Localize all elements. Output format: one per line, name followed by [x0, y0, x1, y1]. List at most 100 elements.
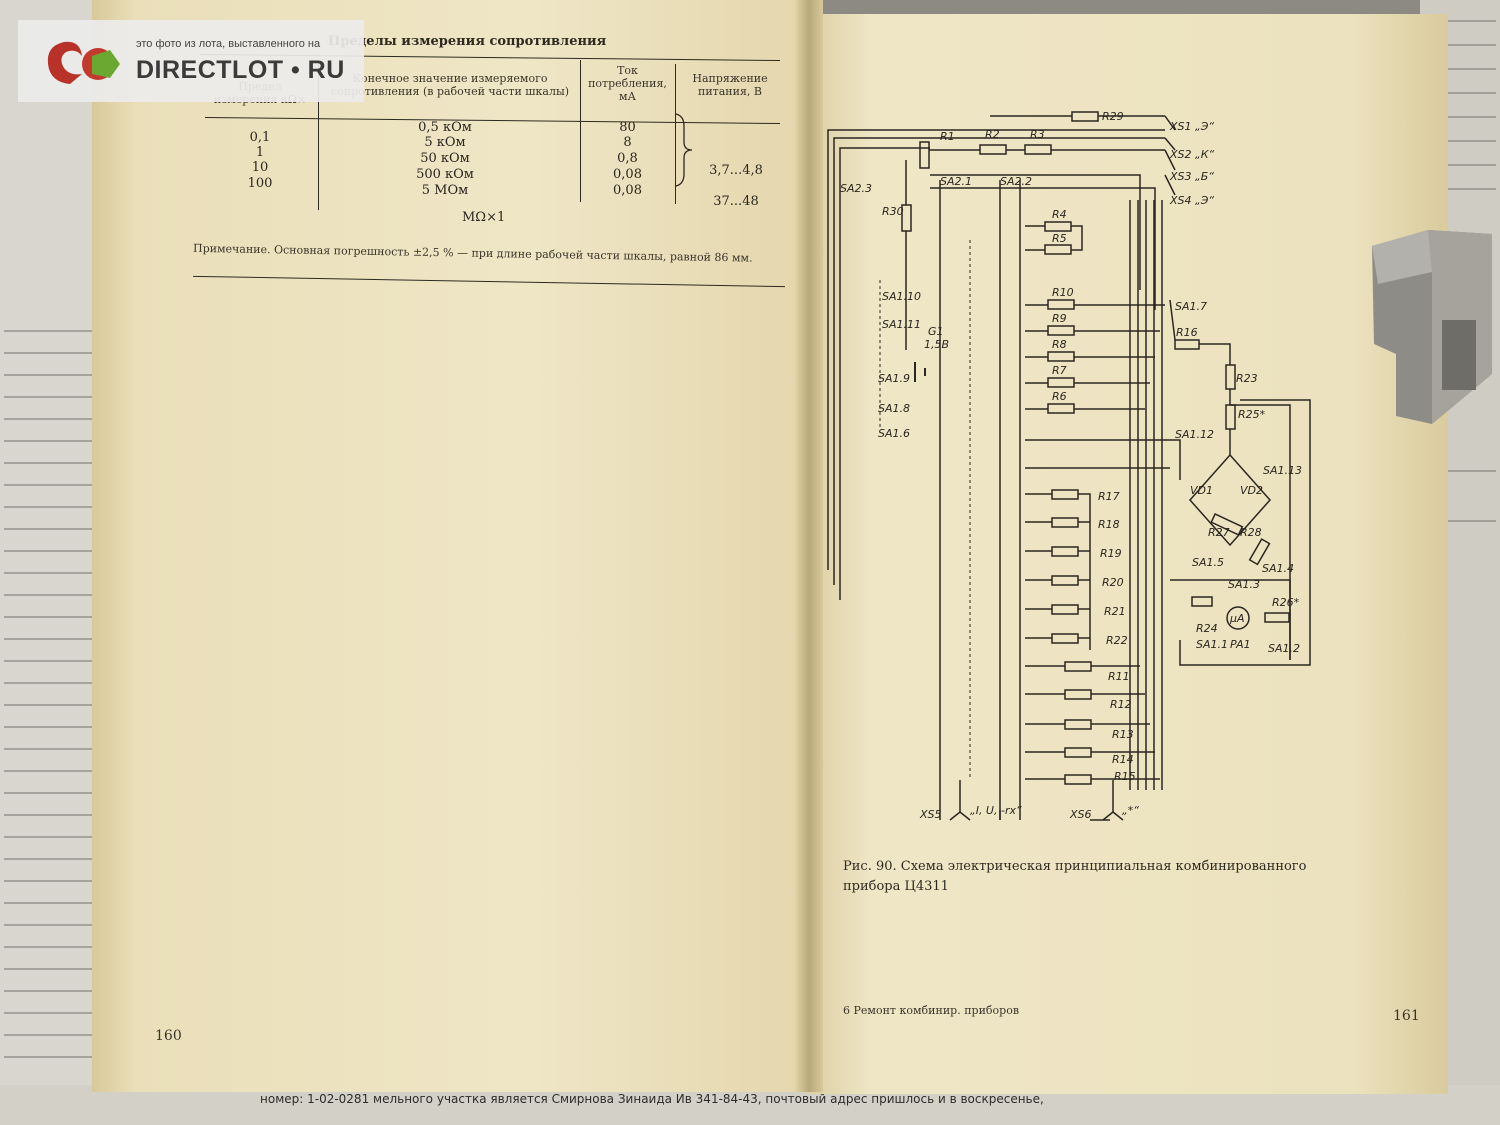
schematic-label: R7 — [1052, 364, 1067, 377]
schematic-label: G1 — [928, 325, 944, 338]
schematic-label: SA1.6 — [878, 427, 910, 440]
schematic-label: R4 — [1052, 208, 1067, 221]
cell-current: 8 — [623, 135, 632, 150]
right-page — [808, 14, 1448, 1094]
schematic-label: R3 — [1030, 128, 1045, 141]
figure-caption: Рис. 90. Схема электрическая принципиаль… — [843, 859, 1307, 894]
schematic-label: R28 — [1240, 526, 1262, 539]
squirrel-logo-icon — [47, 41, 120, 84]
schematic-label: „I, U, -rx“ — [970, 804, 1022, 817]
schematic-label: R9 — [1052, 312, 1067, 325]
schematic-label: R17 — [1098, 490, 1120, 503]
schematic-label: R14 — [1112, 753, 1134, 766]
schematic-label: SA1.1 — [1196, 638, 1228, 651]
schematic-label: R13 — [1112, 728, 1134, 741]
schematic-label: XS1 „Э“ — [1169, 120, 1214, 133]
schematic-label: R1 — [940, 130, 955, 143]
newspaper-left — [0, 0, 100, 1125]
schematic-label: SA1.5 — [1192, 556, 1224, 569]
cell-final-value: 0,5 кОм — [418, 120, 472, 135]
schematic-label: XS5 — [919, 808, 942, 821]
page-number-right: 161 — [1393, 1008, 1420, 1024]
book-gutter — [795, 0, 823, 1092]
schematic-label: 1,5В — [924, 338, 949, 351]
table-title: Пределы измерения сопротивления — [328, 34, 607, 49]
voltage-value: 37...48 — [713, 194, 759, 209]
schematic-label: SA1.9 — [878, 372, 910, 385]
watermark-brand: DIRECTLOT • RU — [136, 56, 345, 84]
schematic-label: R12 — [1110, 698, 1132, 711]
schematic-label: SA1.11 — [882, 318, 921, 331]
schematic-label: SA1.10 — [882, 290, 921, 303]
page-footer: 6 Ремонт комбинир. приборов — [843, 1004, 1020, 1017]
cell-limit: 0,1 — [249, 130, 271, 145]
schematic-label: SA1.13 — [1263, 464, 1302, 477]
cell-current: 80 — [619, 120, 636, 135]
schematic-label: R29 — [1102, 110, 1124, 123]
cell-final-value: 5 МОм — [421, 183, 469, 198]
cell-limit: 10 — [251, 160, 269, 175]
schematic-label: SA1.8 — [878, 402, 910, 415]
scale-label: MΩ×1 — [462, 210, 506, 225]
schematic-label: R23 — [1236, 372, 1258, 385]
header-final-value: Конечное значение измеряемого сопротивле… — [330, 72, 570, 98]
schematic-label: R2 — [985, 128, 1000, 141]
schematic-label: PA1 — [1230, 638, 1251, 651]
cell-final-value: 50 кОм — [420, 151, 470, 166]
schematic-label: SA1.7 — [1175, 300, 1207, 313]
cell-current: 0,08 — [613, 167, 642, 182]
watermark: это фото из лота, выставленного на DIREC… — [18, 20, 364, 102]
schematic-label: R25* — [1238, 408, 1266, 421]
page-number-left: 160 — [155, 1028, 182, 1044]
schematic-label: R5 — [1052, 232, 1067, 245]
schematic-label: XS4 „Э“ — [1169, 194, 1214, 207]
schematic-label: R19 — [1100, 547, 1122, 560]
schematic-label: XS6 — [1069, 808, 1092, 821]
schematic-label: VD2 — [1240, 484, 1263, 497]
schematic-label: VD1 — [1190, 484, 1213, 497]
schematic-label: R8 — [1052, 338, 1067, 351]
header-current: Ток потребления, мА — [588, 64, 667, 103]
schematic-label: R27 — [1208, 526, 1230, 539]
circuit-schematic: SA2.3 SA2.1 SA2.2 SA1.10 SA1.11 SA1.9 SA… — [827, 110, 1311, 821]
schematic-label: R6 — [1052, 390, 1067, 403]
schematic-label: R15 — [1114, 770, 1136, 783]
schematic-label: R11 — [1108, 670, 1130, 683]
header-voltage: Напряжение питания, В — [692, 72, 768, 98]
schematic-label: XS2 „К“ — [1169, 148, 1215, 161]
schematic-label: R20 — [1102, 576, 1124, 589]
table-col-divider-2 — [580, 60, 581, 202]
cell-final-value: 5 кОм — [424, 135, 466, 150]
schematic-label: R16 — [1176, 326, 1198, 339]
left-page — [92, 0, 822, 1092]
schematic-label: SA1.2 — [1268, 642, 1300, 655]
schematic-label: μA — [1229, 612, 1245, 625]
table-col-divider-1 — [318, 60, 319, 210]
cell-limit: 100 — [247, 176, 273, 191]
brace-icon — [675, 113, 693, 187]
schematic-label: SA1.4 — [1262, 562, 1294, 575]
plastic-clip — [1372, 230, 1492, 424]
schematic-label: R18 — [1098, 518, 1120, 531]
schematic-label: SA2.1 — [940, 175, 972, 188]
schematic-label: R30 — [882, 205, 904, 218]
schematic-label: SA2.2 — [1000, 175, 1032, 188]
table-col-divider-3 — [675, 64, 676, 204]
schematic-label: R21 — [1104, 605, 1126, 618]
schematic-label: R22 — [1106, 634, 1128, 647]
watermark-caption: это фото из лота, выставленного на — [136, 38, 321, 50]
cell-current: 0,08 — [613, 183, 642, 198]
newspaper-bottom-text: номер: 1-02-0281 мельного участка являет… — [260, 1092, 1044, 1106]
cell-final-value: 500 кОм — [416, 167, 474, 182]
schematic-label: SA1.12 — [1175, 428, 1214, 441]
schematic-label: XS3 „Б“ — [1169, 170, 1214, 183]
schematic-label: R26* — [1272, 596, 1300, 609]
cell-limit: 1 — [255, 145, 265, 160]
schematic-label: „*“ — [1122, 804, 1139, 817]
schematic-label: SA2.3 — [840, 182, 872, 195]
cell-current: 0,8 — [617, 151, 638, 166]
voltage-value: 3,7...4,8 — [709, 163, 763, 178]
schematic-label: R24 — [1196, 622, 1218, 635]
schematic-label: SA1.3 — [1228, 578, 1260, 591]
schematic-label: R10 — [1052, 286, 1074, 299]
